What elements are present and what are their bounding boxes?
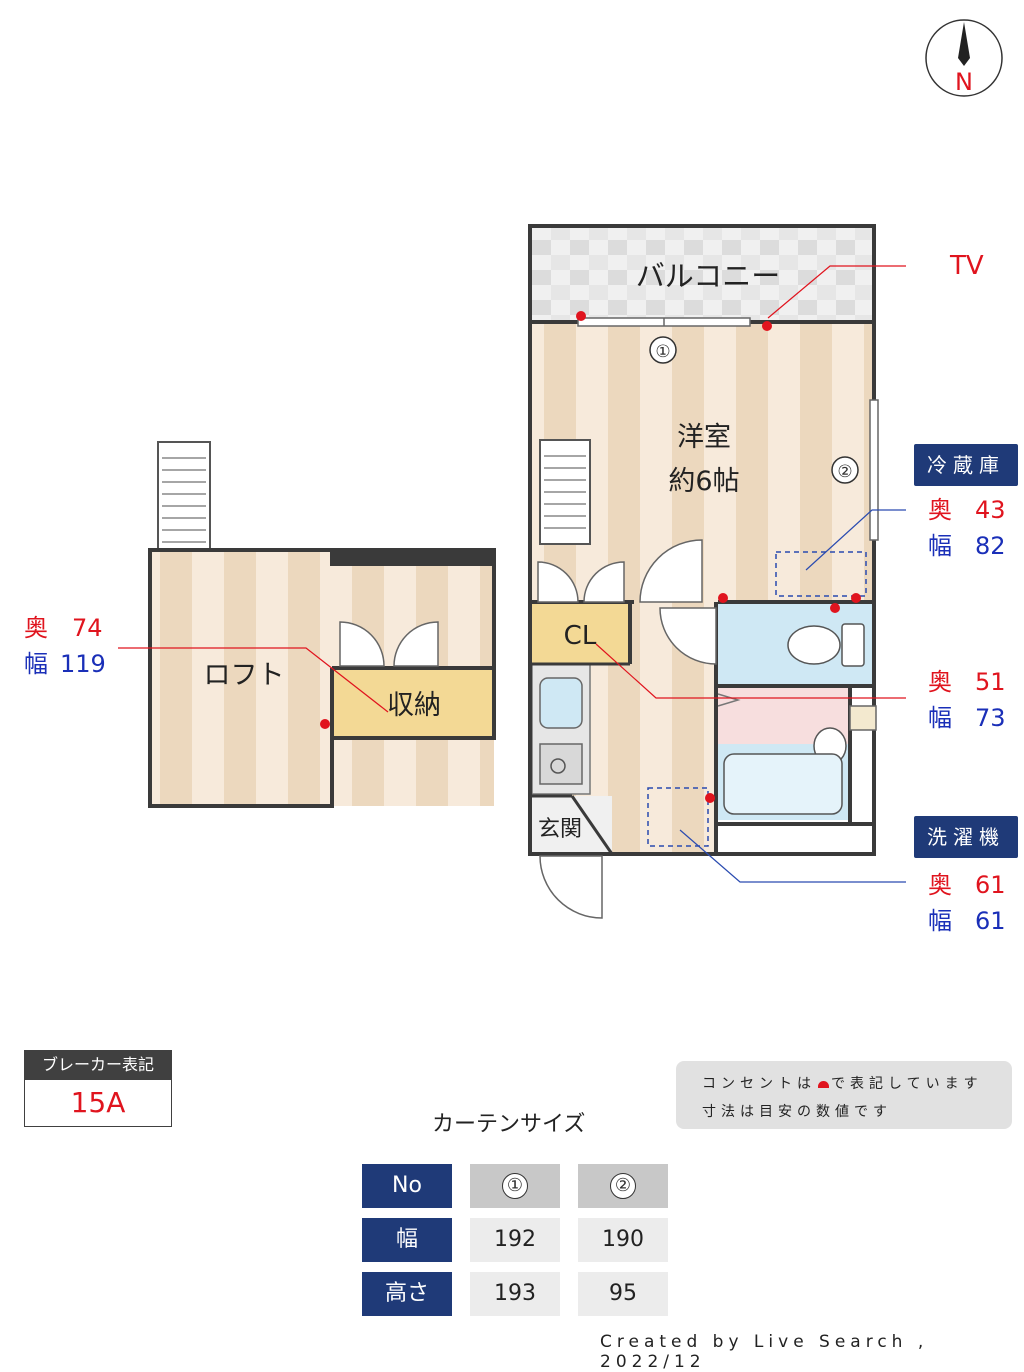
curtain-row-height-label: 高さ — [362, 1272, 452, 1316]
entrance-label: 玄関 — [538, 817, 582, 842]
washer-width-value: 61 — [975, 907, 1006, 935]
loft-storage-depth-value: 74 — [72, 614, 103, 642]
curtain-header-no: No — [362, 1164, 452, 1208]
fridge-tag: 冷蔵庫 — [914, 444, 1018, 486]
legend-note: コンセントはで表記しています 寸法は目安の数値です — [676, 1061, 1012, 1129]
note-line-1: コンセントはで表記しています — [702, 1076, 983, 1092]
closet-label: CL — [564, 621, 597, 651]
loft-area — [148, 441, 496, 808]
note-line-2: 寸法は目安の数値です — [702, 1104, 892, 1120]
compass-north-label: N — [955, 68, 973, 96]
closet-depth-label: 奥 — [928, 668, 952, 696]
curtain-width-2: 190 — [578, 1218, 668, 1262]
compass: N — [925, 19, 1003, 97]
breaker-header: ブレーカー表記 — [24, 1050, 172, 1080]
loft-storage-width-label: 幅 — [24, 650, 48, 678]
fridge-width-label: 幅 — [928, 532, 952, 560]
fridge-depth-value: 43 — [975, 496, 1006, 524]
window-marker-1: ① — [649, 336, 677, 364]
main-unit — [528, 224, 879, 919]
window-marker-2: ② — [831, 456, 859, 484]
fridge-width-value: 82 — [975, 532, 1006, 560]
washer-depth-value: 61 — [975, 871, 1006, 899]
svg-text:②: ② — [837, 462, 852, 482]
credit-text: Created by Live Search , 2022/12 — [600, 1332, 929, 1372]
closet-width-value: 73 — [975, 704, 1006, 732]
curtain-width-1: 192 — [470, 1218, 560, 1262]
tv-label: TV — [950, 251, 984, 281]
closet-width-label: 幅 — [928, 704, 952, 732]
breaker-value: 15A — [24, 1080, 172, 1127]
storage-label: 収納 — [387, 690, 441, 721]
svg-text:①: ① — [655, 342, 670, 362]
loft-storage-depth-label: 奥 — [24, 614, 48, 642]
loft-label: ロフト — [204, 660, 285, 691]
curtain-header-2: ② — [578, 1164, 668, 1208]
curtain-header-1: ① — [470, 1164, 560, 1208]
washer-width-label: 幅 — [928, 907, 952, 935]
curtain-height-2: 95 — [578, 1272, 668, 1316]
curtain-row-width-label: 幅 — [362, 1218, 452, 1262]
loft-storage-width-value: 119 — [60, 650, 106, 678]
outlet-icon — [818, 1081, 829, 1088]
closet-depth-value: 51 — [975, 668, 1006, 696]
western-room-size: 約6帖 — [668, 466, 739, 497]
curtain-height-1: 193 — [470, 1272, 560, 1316]
fridge-depth-label: 奥 — [928, 496, 952, 524]
balcony-label: バルコニー — [636, 259, 780, 293]
outlet — [320, 719, 330, 729]
western-room-label: 洋室 — [677, 422, 731, 453]
curtain-title: カーテンサイズ — [432, 1112, 586, 1137]
washer-tag: 洗濯機 — [914, 816, 1018, 858]
washer-depth-label: 奥 — [928, 871, 952, 899]
outlets — [576, 311, 861, 803]
